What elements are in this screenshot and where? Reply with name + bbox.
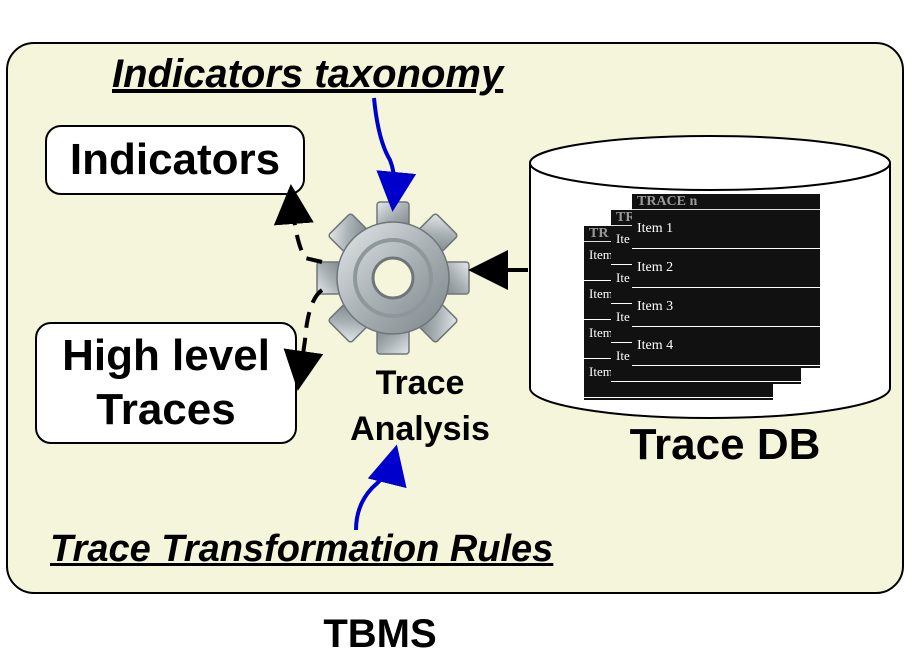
analysis-to-indicators-arrow <box>273 184 323 264</box>
trace-analysis-label-line1: Trace <box>375 364 465 402</box>
trace-card-item: Item 3 <box>632 288 820 327</box>
high-level-traces-label-line1: High level <box>62 331 270 380</box>
analysis-to-traces-arrow <box>283 288 324 391</box>
rules-input-arrow <box>354 444 407 531</box>
indicators-label: Indicators <box>69 135 281 184</box>
indicators-box: Indicators <box>45 125 305 195</box>
trace-card-item: Item <box>584 359 773 398</box>
trace-card-item: Item 4 <box>632 327 820 366</box>
high-level-traces-label-line2: Traces <box>96 385 236 434</box>
taxonomy-input-arrow <box>372 97 417 212</box>
trace-card-item: Item 1 <box>632 210 820 249</box>
indicators-taxonomy-label: Indicators taxonomy <box>112 52 504 96</box>
tbms-label: TBMS <box>323 612 437 656</box>
gear-icon <box>316 201 470 355</box>
trace-card-item: Ite <box>611 343 801 382</box>
trace-analysis-label-line2: Analysis <box>350 410 490 448</box>
trace-card-front: TRACE n Item 1 Item 2 Item 3 Item 4 <box>632 194 820 368</box>
trace-transformation-rules-label: Trace Transformation Rules <box>50 528 554 570</box>
high-level-traces-box: High level Traces <box>35 322 297 444</box>
trace-db-label: Trace DB <box>629 420 821 469</box>
trace-card-item: Item 2 <box>632 249 820 288</box>
trace-card-title: TRACE n <box>632 194 820 210</box>
trace-analysis-label: Trace Analysis <box>330 360 510 452</box>
